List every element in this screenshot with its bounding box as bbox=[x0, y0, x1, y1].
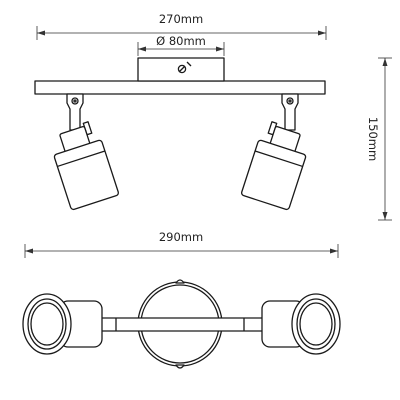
dimension-label-bottom-width: 290mm bbox=[159, 230, 203, 244]
mounting-bar-bottom bbox=[97, 317, 265, 332]
screw-icon bbox=[177, 64, 187, 74]
dimension-base-diameter: Ø 80mm bbox=[137, 34, 225, 56]
front-view bbox=[34, 57, 326, 211]
dimension-top-width: 270mm bbox=[36, 12, 327, 40]
bottom-view bbox=[22, 279, 341, 369]
spot-right-bottom bbox=[261, 293, 341, 355]
spot-left bbox=[53, 93, 119, 211]
dimension-label-height: 150mm bbox=[366, 117, 380, 161]
mounting-bar bbox=[34, 80, 326, 95]
dimension-height: 150mm bbox=[366, 57, 392, 221]
spot-left-bottom bbox=[22, 293, 103, 355]
dimension-label-top-width: 270mm bbox=[159, 12, 203, 26]
dimension-bottom-width: 290mm bbox=[24, 230, 339, 258]
dimension-label-base-diameter: Ø 80mm bbox=[156, 34, 206, 48]
spot-right bbox=[241, 93, 307, 211]
